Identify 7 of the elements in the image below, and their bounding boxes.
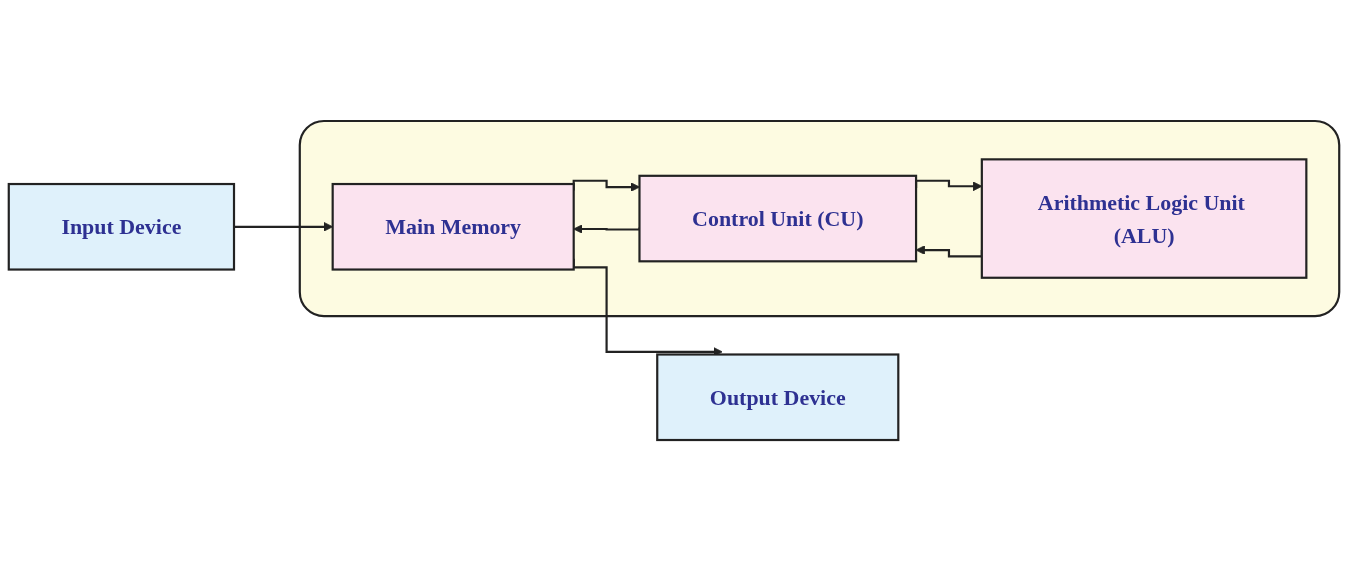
node-box: Output Device [656,353,900,442]
node-box: Control Unit (CU) [638,174,918,263]
node-box: Main Memory [331,182,575,271]
cluster [298,119,1341,318]
node-box: Arithmetic Logic Unit (ALU) [980,158,1308,279]
node-box: Input Device [7,182,236,271]
arrow [572,179,640,192]
